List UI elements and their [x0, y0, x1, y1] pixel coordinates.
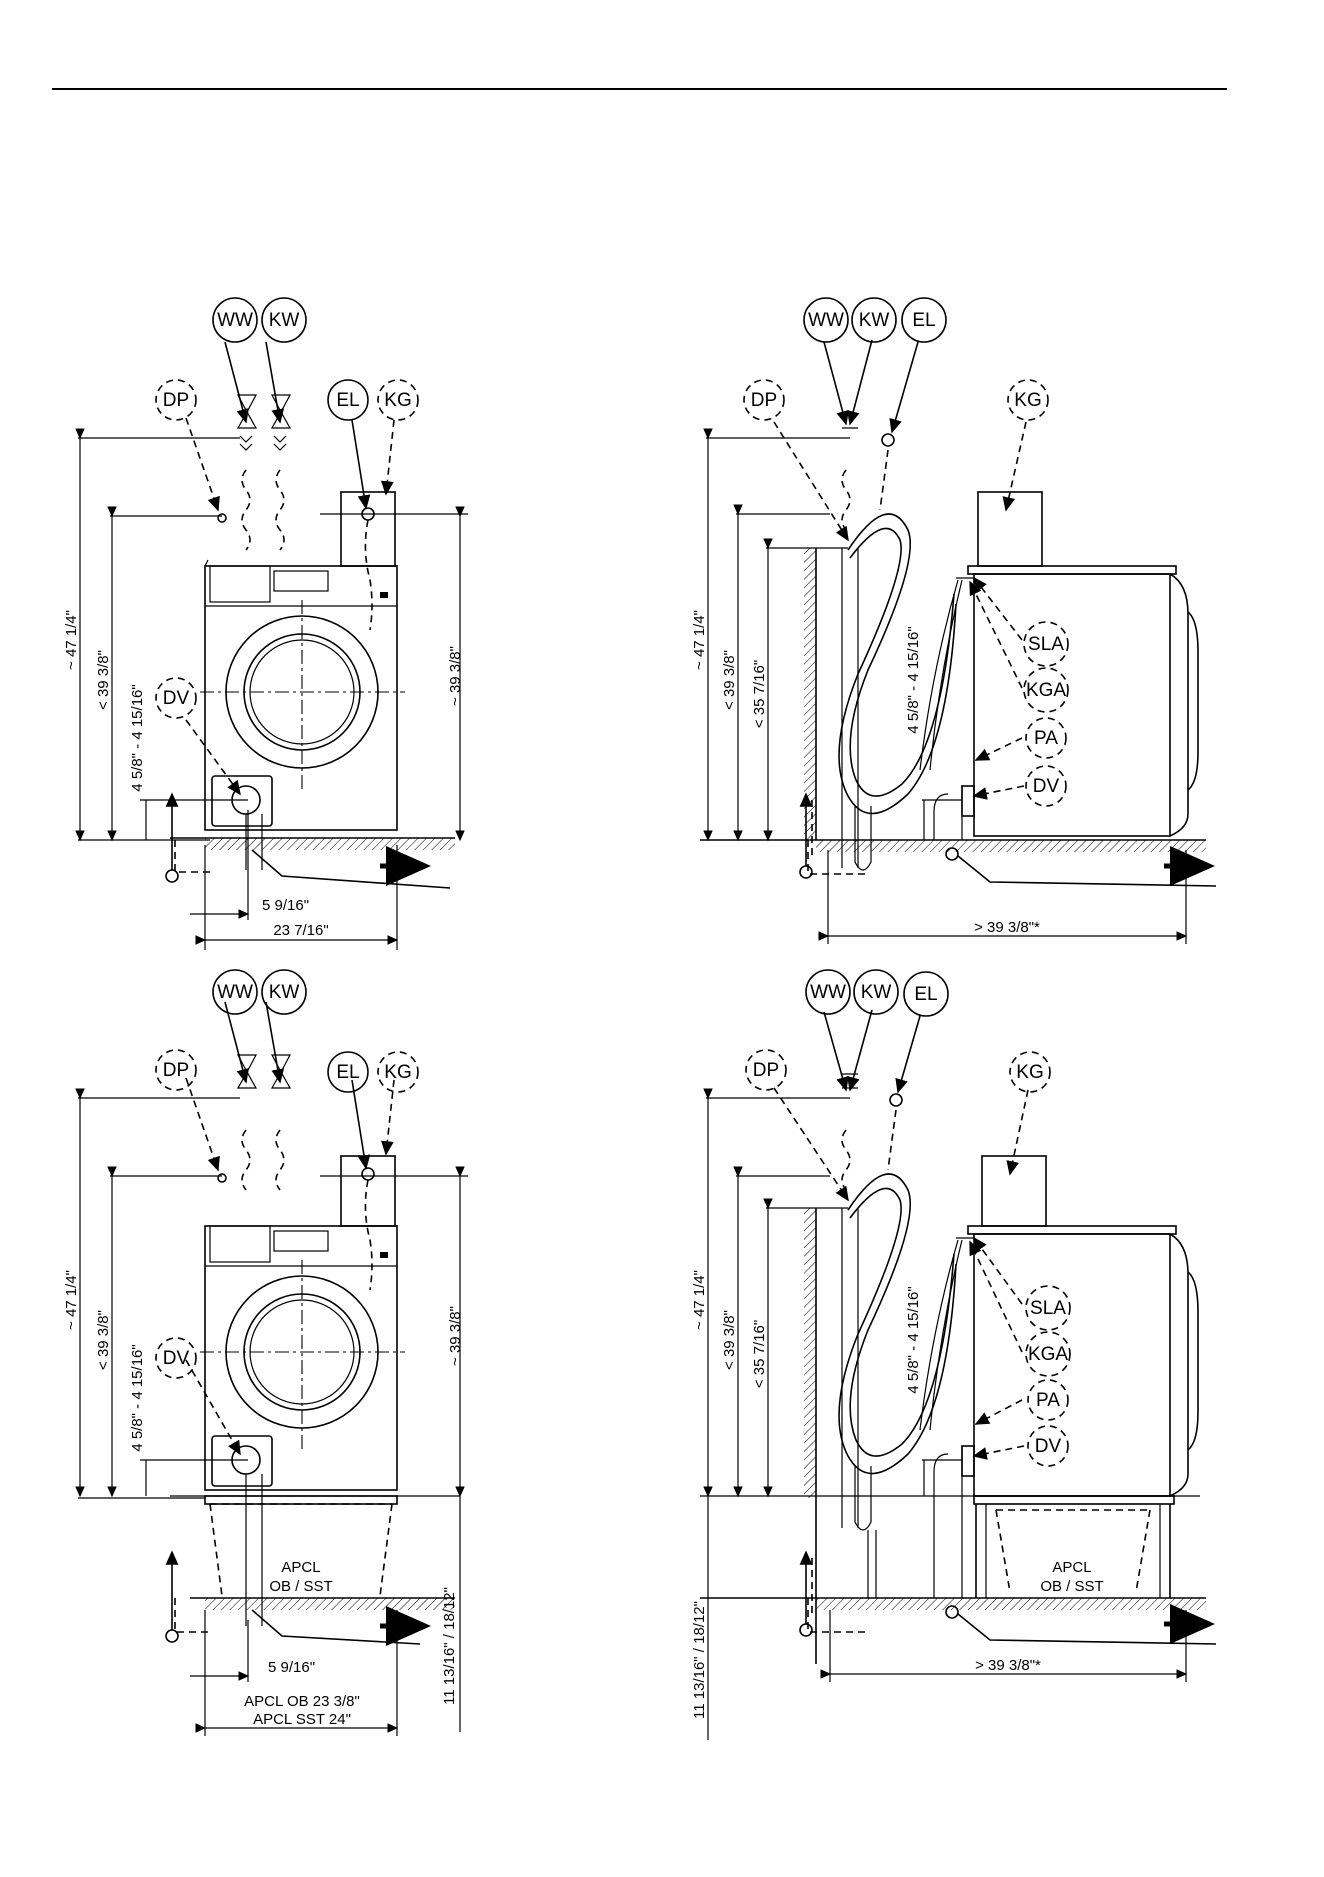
dim-total-height: ~ 47 1/4" — [691, 1270, 708, 1330]
callout-ww: WW — [810, 982, 846, 1003]
dim-drain-height: < 39 3/8" — [721, 650, 738, 710]
dim-dv-height: 4 5/8" - 4 15/16" — [905, 626, 922, 733]
dim-machine-height: ~ 39 3/8" — [447, 1306, 464, 1366]
callout-dp: DP — [163, 390, 189, 411]
callout-el: EL — [336, 1062, 359, 1083]
dim-dv-height: 4 5/8" - 4 15/16" — [905, 1286, 922, 1393]
dim-drain-height: < 39 3/8" — [721, 1310, 738, 1370]
callout-el: EL — [912, 310, 935, 331]
stand-label-1: APCL — [1052, 1559, 1091, 1576]
callout-ww: WW — [808, 310, 844, 331]
dim-total-height: ~ 47 1/4" — [63, 610, 80, 670]
dim-dv-offset: 5 9/16" — [262, 897, 309, 914]
callout-pa: PA — [1034, 728, 1058, 749]
callout-dp: DP — [751, 390, 777, 411]
callout-kg: KG — [384, 1062, 411, 1083]
dim-dv-height: 4 5/8" - 4 15/16" — [129, 684, 146, 791]
dim-front-width-sst: APCL SST 24" — [253, 1711, 351, 1728]
callout-sla: SLA — [1028, 634, 1064, 655]
dim-stand-height: 11 13/16" / 18/12" — [441, 1587, 458, 1705]
stand-label-1: APCL — [281, 1559, 320, 1576]
machine-side — [956, 491, 1199, 837]
callout-sla: SLA — [1030, 1298, 1066, 1319]
dim-front-width: 23 7/16" — [273, 922, 328, 939]
callout-kga: KGA — [1028, 1344, 1068, 1365]
panel-side-floor: WW KW EL DP KG SLA KGA PA DV ~ 47 1/4" <… — [691, 297, 1217, 944]
callout-kw: KW — [269, 982, 300, 1003]
callout-dp: DP — [163, 1060, 189, 1081]
apcl-stand: APCL OB / SST — [973, 1495, 1175, 1598]
callout-kw: KW — [861, 982, 892, 1003]
callout-el: EL — [914, 984, 937, 1005]
callout-ww: WW — [217, 310, 253, 331]
callout-dv: DV — [163, 688, 190, 709]
dim-total-height: ~ 47 1/4" — [63, 1270, 80, 1330]
dim-dv-offset: 5 9/16" — [268, 1659, 315, 1676]
machine-front — [199, 1155, 406, 1491]
callout-kg: KG — [1016, 1062, 1043, 1083]
panel-front-stand: APCL OB / SST — [63, 969, 468, 1736]
apcl-stand: APCL OB / SST — [204, 1495, 398, 1597]
dim-total-height: ~ 47 1/4" — [691, 610, 708, 670]
callout-pa: PA — [1036, 1390, 1060, 1411]
callout-el: EL — [336, 390, 359, 411]
dim-stand-height: 11 13/16" / 18/12" — [691, 1601, 708, 1719]
panel-side-stand: APCL OB / SST — [691, 969, 1217, 1740]
callout-dv: DV — [1035, 1436, 1062, 1457]
callout-kw: KW — [859, 310, 890, 331]
dim-rear-drain-height: < 35 7/16" — [751, 1320, 768, 1388]
callout-ww: WW — [217, 982, 253, 1003]
dim-machine-height: ~ 39 3/8" — [447, 646, 464, 706]
callout-kw: KW — [269, 310, 300, 331]
machine-front — [200, 491, 405, 831]
callout-dv: DV — [163, 1348, 190, 1369]
dim-drain-height: < 39 3/8" — [95, 650, 112, 710]
dim-front-width-ob: APCL OB 23 3/8" — [244, 1693, 360, 1710]
dim-rear-drain-height: < 35 7/16" — [751, 660, 768, 728]
stand-label-2: OB / SST — [269, 1578, 332, 1595]
panel-front-floor: WW KW DP EL KG DV ~ 47 1/4" < 39 3/8" 4 … — [63, 297, 468, 950]
dim-drain-height: < 39 3/8" — [95, 1310, 112, 1370]
callout-kg: KG — [384, 390, 411, 411]
callout-kga: KGA — [1026, 680, 1066, 701]
callout-dp: DP — [753, 1060, 779, 1081]
stand-label-2: OB / SST — [1040, 1578, 1103, 1595]
dim-side-width: > 39 3/8"* — [975, 1657, 1041, 1674]
dim-dv-height: 4 5/8" - 4 15/16" — [129, 1344, 146, 1451]
machine-side — [956, 1155, 1199, 1497]
callout-dv: DV — [1033, 776, 1060, 797]
callout-kg: KG — [1014, 390, 1041, 411]
dim-side-width: > 39 3/8"* — [974, 919, 1040, 936]
